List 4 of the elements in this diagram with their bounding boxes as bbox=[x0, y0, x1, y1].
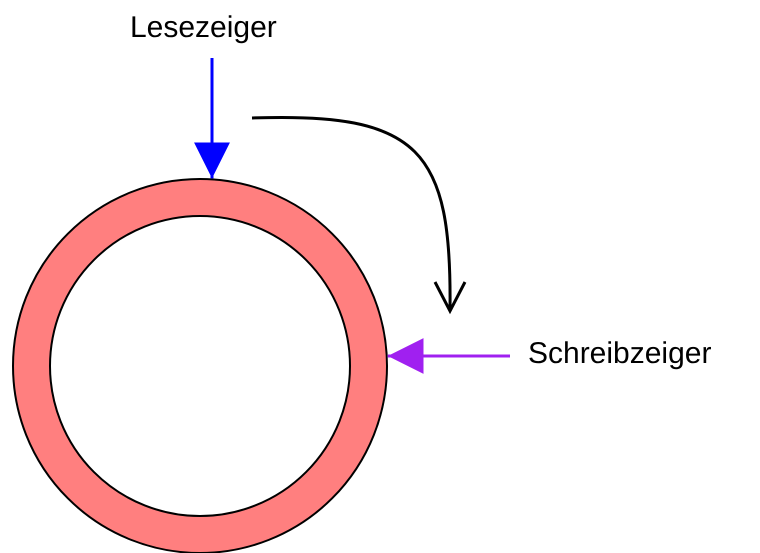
arrow bbox=[194, 58, 230, 178]
pointer-label: Lesezeiger bbox=[130, 10, 277, 46]
arrow bbox=[388, 338, 510, 374]
pointer-label: Schreibzeiger bbox=[528, 336, 712, 372]
